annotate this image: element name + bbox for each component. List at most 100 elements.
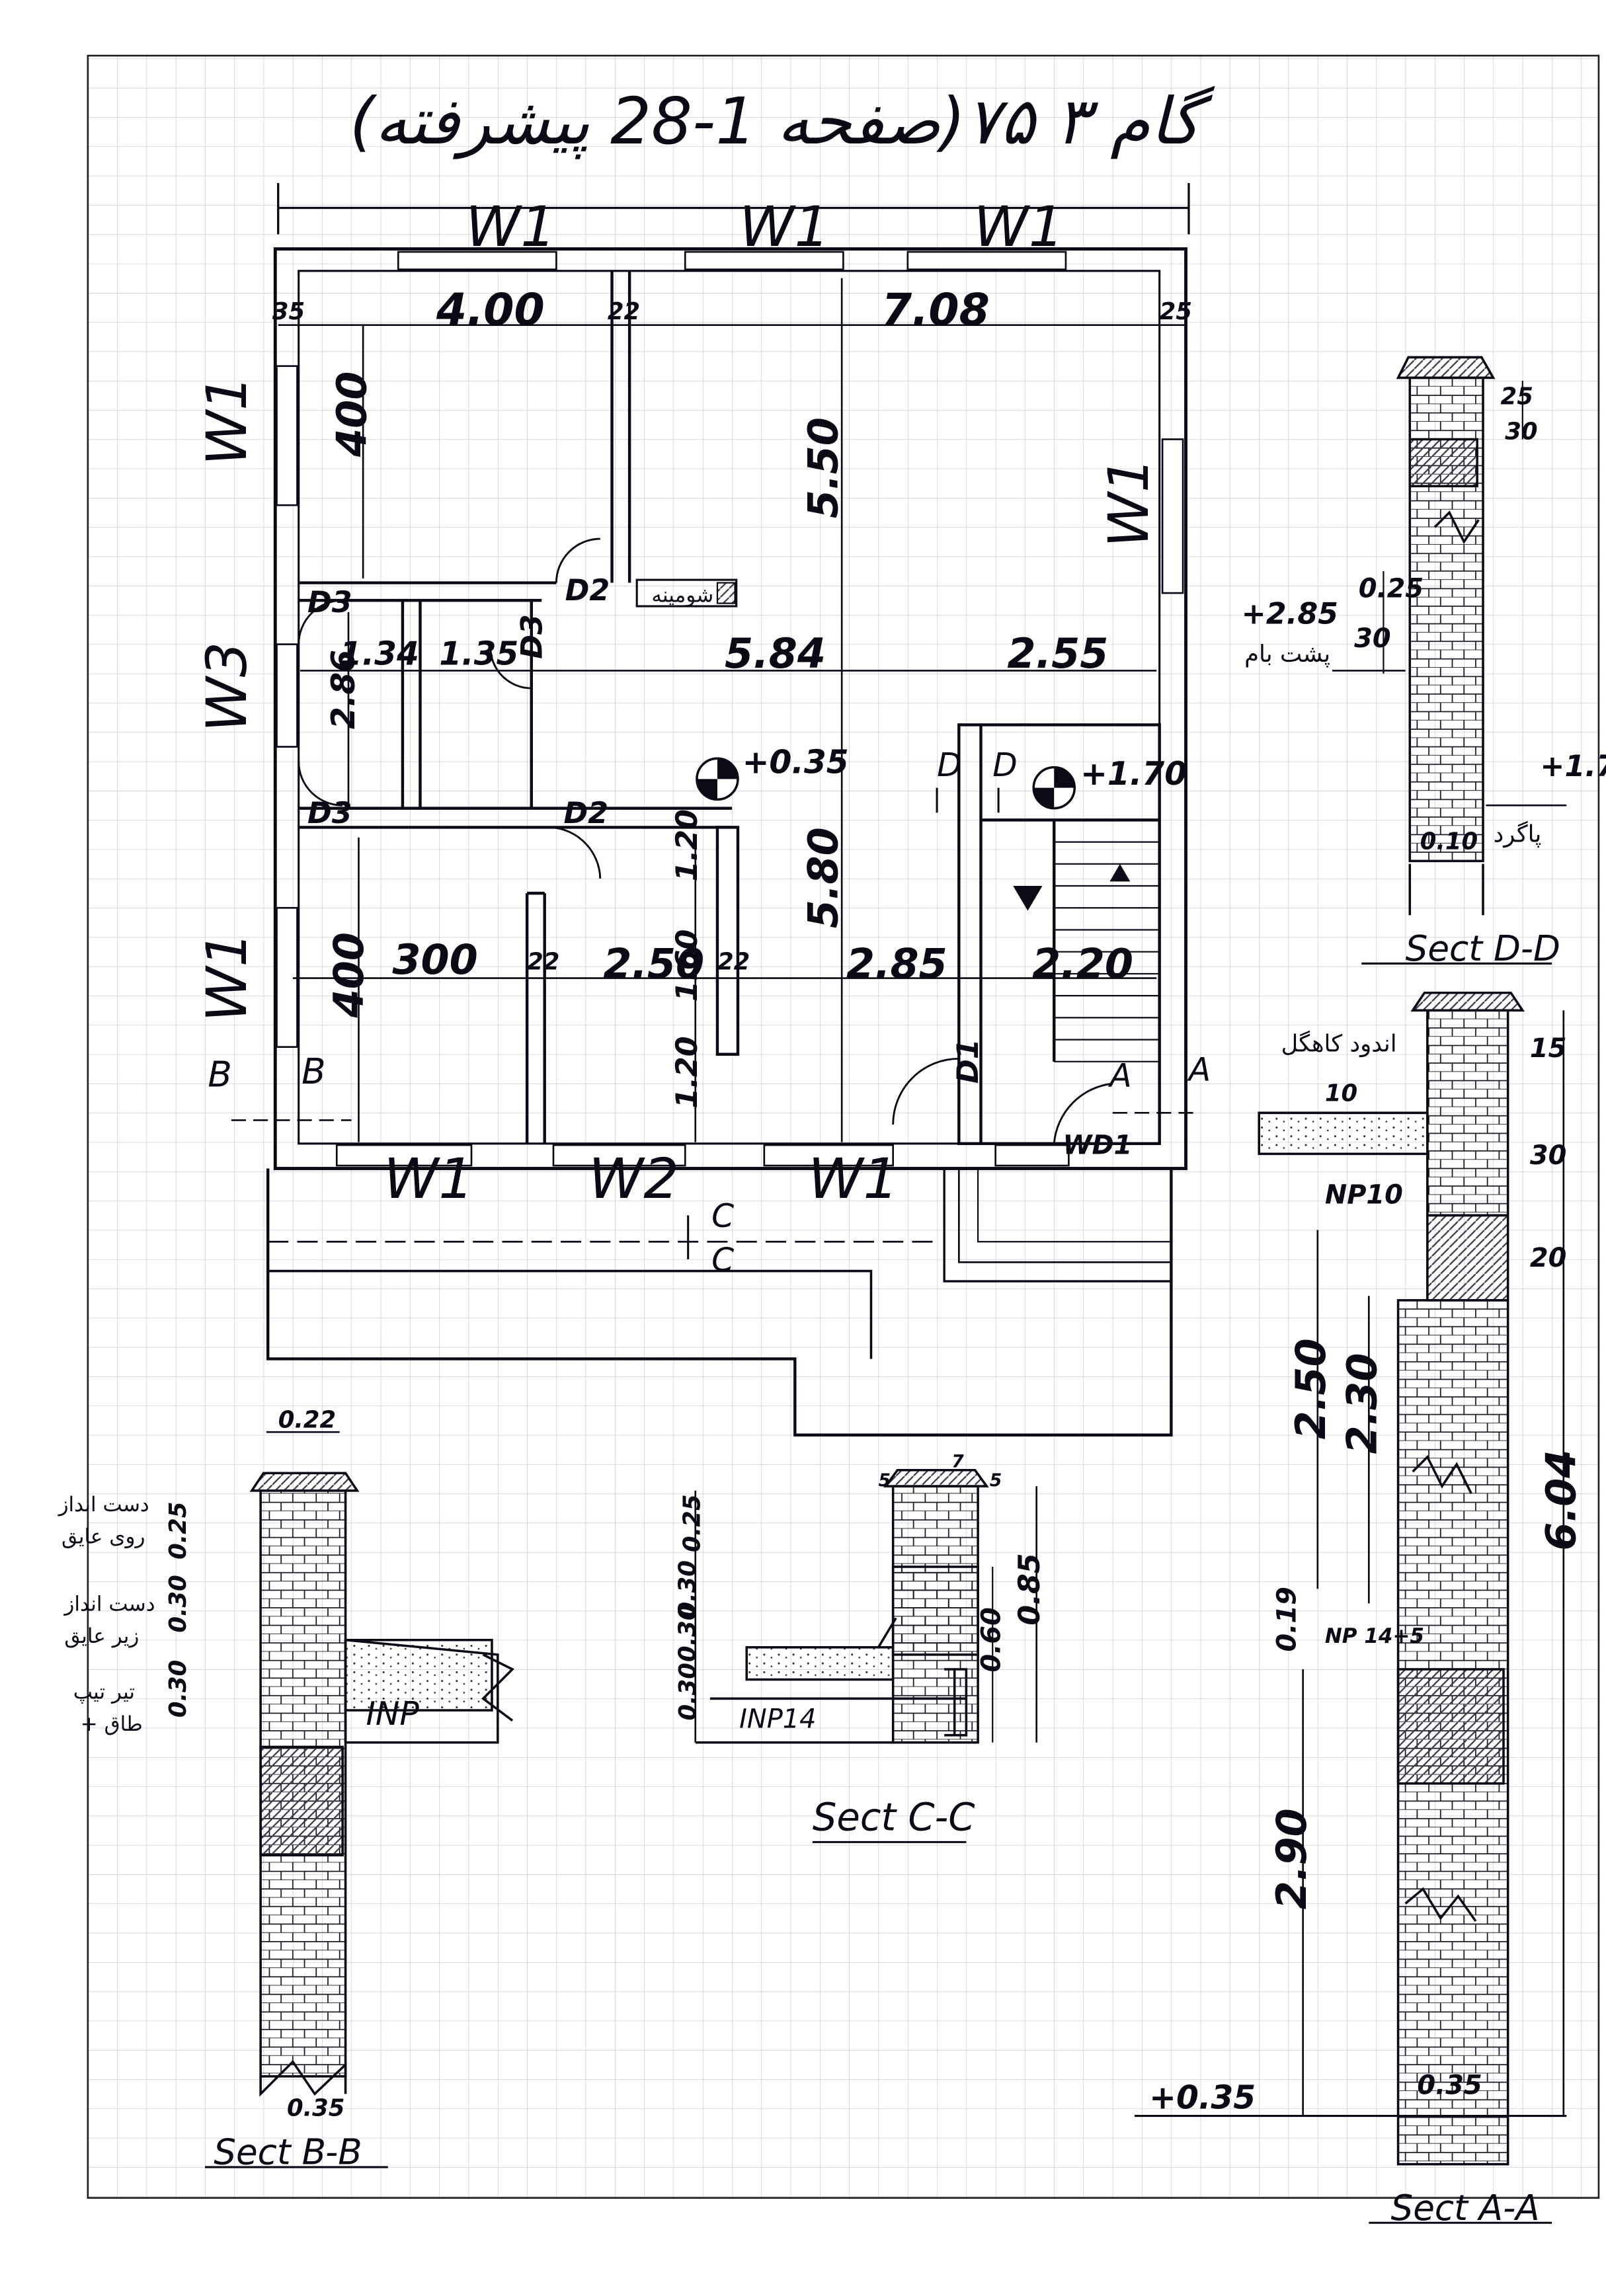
section-marker-a-right: A bbox=[1187, 1052, 1211, 1089]
dim-left-wall: 35 bbox=[272, 298, 305, 325]
section-aa-dim-30: 30 bbox=[1530, 1140, 1566, 1171]
dim-room3-width: 300 bbox=[392, 935, 477, 984]
section-bb-note-4: زیر عایق bbox=[64, 1624, 139, 1648]
window-label-bottom-2: W2 bbox=[588, 1146, 679, 1211]
section-aa-level: +0.35 bbox=[1149, 2079, 1256, 2116]
dim-small-1: 1.34 bbox=[340, 636, 419, 673]
section-aa-dim-290: 2.90 bbox=[1267, 1808, 1316, 1909]
door-label-d2-mid: D2 bbox=[563, 797, 608, 830]
section-bb-note-3: دست انداز bbox=[63, 1592, 155, 1616]
section-bb-dim-bottom-width: 0.35 bbox=[287, 2095, 344, 2122]
section-bb-dim-h1: 0.25 bbox=[165, 1501, 192, 1559]
stair-arrow-down-icon bbox=[1013, 886, 1043, 911]
section-bb-note-6: + طاق bbox=[81, 1712, 143, 1736]
section-marker-b-right: B bbox=[301, 1051, 325, 1092]
dim-tall-top: 5.50 bbox=[799, 417, 848, 518]
level-marker-stair bbox=[1032, 766, 1076, 810]
section-bb-dim-h3: 0.30 bbox=[165, 1660, 192, 1718]
dim-tall-bottom: 5.80 bbox=[799, 827, 848, 928]
section-bb-beam: INP bbox=[366, 1696, 420, 1733]
section-aa-dim-019: 0.19 bbox=[1272, 1587, 1303, 1651]
section-bb-dim-top-width: 0.22 bbox=[278, 1407, 336, 1434]
section-cc-dim-h1: 0.25 bbox=[678, 1494, 705, 1552]
dim-small-height: 2.86 bbox=[325, 650, 362, 729]
section-dd-dim-top: 25 bbox=[1501, 383, 1533, 410]
section-dd-dim-b: 30 bbox=[1354, 623, 1390, 654]
section-aa-dim-total: 6.04 bbox=[1537, 1450, 1586, 1551]
section-bb-note-5: تیر تیپ bbox=[73, 1680, 135, 1704]
dim-wall-22b: 22 bbox=[717, 948, 750, 975]
section-aa-dim-width: 0.35 bbox=[1417, 2070, 1482, 2100]
section-dd-dim-a: 0.25 bbox=[1359, 574, 1424, 604]
dim-corridor-right: 2.55 bbox=[1007, 629, 1108, 678]
dim-vertical-3: 1.20 bbox=[670, 1036, 704, 1108]
door-label-d1: D1 bbox=[951, 1039, 985, 1084]
door-label-d3-left-top: D3 bbox=[307, 586, 352, 619]
dim-right-wall: 25 bbox=[1160, 298, 1192, 325]
door-label-d2-top: D2 bbox=[565, 574, 610, 608]
dim-stair-width: 2.20 bbox=[1032, 940, 1133, 988]
level-marker-main bbox=[696, 757, 739, 801]
section-aa-dim-10: 10 bbox=[1325, 1080, 1357, 1107]
window-label-top-2: W1 bbox=[739, 194, 830, 259]
door-label-d3-left-bottom: D3 bbox=[307, 797, 352, 830]
dim-vertical-1: 1.20 bbox=[670, 809, 704, 881]
section-aa-dim-230: 2.30 bbox=[1338, 1353, 1386, 1454]
section-cc-title: Sect C-C bbox=[813, 1796, 975, 1840]
section-cc-drawing bbox=[694, 1469, 1037, 1843]
section-cc-dim-h4: 0.30 bbox=[674, 1663, 702, 1720]
level-label-main: +0.35 bbox=[743, 744, 849, 781]
section-aa-beam-top: NP10 bbox=[1325, 1180, 1403, 1210]
stair-arrow-up-icon bbox=[1109, 863, 1131, 882]
section-cc-dim-h2: 0.30 bbox=[674, 1560, 702, 1618]
section-bb-note-2: روی عایق bbox=[61, 1525, 145, 1549]
section-bb-title: Sect B-B bbox=[214, 2132, 362, 2173]
section-dd-level-right: +1.70 bbox=[1540, 750, 1606, 783]
window-label-bottom-4: WD1 bbox=[1063, 1130, 1133, 1160]
section-aa-dim-20: 20 bbox=[1530, 1243, 1566, 1273]
window-label-right-1: W1 bbox=[1096, 457, 1161, 548]
section-bb-note-1: دست انداز bbox=[58, 1493, 149, 1517]
section-cc-dim-h3: 0.30 bbox=[674, 1604, 702, 1662]
section-marker-b-left: B bbox=[208, 1054, 231, 1095]
window-label-left-3: W1 bbox=[194, 931, 259, 1022]
section-aa-drawing bbox=[1135, 991, 1567, 2224]
dim-room4-width: 2.50 bbox=[603, 940, 704, 988]
window-label-bottom-1: W1 bbox=[383, 1146, 474, 1211]
section-marker-d-right: D bbox=[992, 747, 1018, 784]
section-dd-note-left: پشت بام bbox=[1244, 641, 1330, 668]
section-cc-dim-top-mid: 7 bbox=[951, 1451, 964, 1472]
door-label-d3: D3 bbox=[515, 614, 549, 659]
inner-wall bbox=[298, 270, 1161, 1145]
page-title: گام ۳ ۷۵(صفحه 1-28 پیشرفته) bbox=[350, 84, 1216, 159]
fixture-label: شومینه bbox=[651, 583, 713, 607]
section-dd-drawing bbox=[1332, 356, 1567, 965]
section-cc-dim-top-left: 5 bbox=[879, 1470, 891, 1491]
section-cc-dim-inner: 0.60 bbox=[976, 1607, 1006, 1672]
window-label-bottom-3: W1 bbox=[808, 1146, 899, 1211]
level-label-stair: +1.70 bbox=[1080, 756, 1187, 793]
dim-room5-width: 2.85 bbox=[846, 940, 947, 988]
window-label-left-1: W1 bbox=[194, 376, 259, 466]
window-label-left-2: W3 bbox=[194, 642, 259, 732]
section-dd-dim-bottom: 0.10 bbox=[1420, 828, 1478, 855]
dim-corridor-left: 5.84 bbox=[725, 629, 826, 678]
window-label-top-3: W1 bbox=[973, 194, 1064, 259]
section-aa-title: Sect A-A bbox=[1391, 2188, 1540, 2229]
section-marker-d-left: D bbox=[937, 747, 962, 784]
dim-room2-width: 7.08 bbox=[881, 284, 990, 336]
section-aa-beam-mid: NP 14+5 bbox=[1325, 1624, 1424, 1648]
dim-room3-height: 400 bbox=[325, 932, 373, 1018]
dim-small-2: 1.35 bbox=[439, 636, 518, 673]
section-marker-c-bottom: C bbox=[711, 1242, 734, 1279]
section-cc-beam: INP14 bbox=[739, 1704, 816, 1735]
section-dd-title: Sect D-D bbox=[1406, 928, 1560, 969]
section-marker-a-left: A bbox=[1107, 1057, 1131, 1094]
section-aa-dim-250: 2.50 bbox=[1287, 1338, 1335, 1439]
section-aa-note: اندود کاهگل bbox=[1281, 1030, 1396, 1057]
section-aa-dim-15: 15 bbox=[1530, 1033, 1566, 1064]
floor-plan bbox=[231, 182, 1201, 1437]
dim-vertical-2: 1.60 bbox=[670, 930, 704, 1002]
section-dd-dim-mid: 30 bbox=[1505, 418, 1537, 445]
